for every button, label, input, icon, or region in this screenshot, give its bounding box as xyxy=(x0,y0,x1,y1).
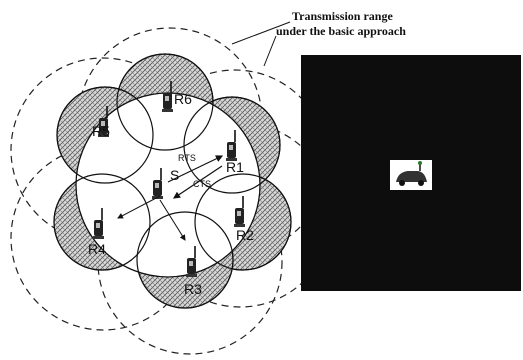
node-r5: R5 xyxy=(92,105,110,139)
cts-label: CTS xyxy=(193,179,211,189)
node-r2: R2 xyxy=(233,195,254,243)
node-s: S xyxy=(151,167,179,200)
annotation-pointer-b xyxy=(263,35,277,67)
node-label-r6: R6 xyxy=(174,91,192,107)
node-label-r5: R5 xyxy=(92,123,110,139)
rts-label: RTS xyxy=(178,153,196,163)
node-r6: R6 xyxy=(161,80,192,113)
dark-panel xyxy=(301,55,521,291)
annotation-line-1: Transmission range xyxy=(292,9,393,23)
neighbor-outlines xyxy=(53,53,292,309)
node-label-r4: R4 xyxy=(88,241,106,257)
node-r1: R1 xyxy=(225,129,244,175)
car-with-antenna-icon xyxy=(390,160,432,190)
node-label-r3: R3 xyxy=(184,281,202,297)
node-label-s: S xyxy=(170,167,179,183)
annotation-line-2: under the basic approach xyxy=(276,24,406,38)
annotation-pointer-a xyxy=(231,21,291,45)
annotation: Transmission range under the basic appro… xyxy=(231,9,406,67)
cts-arrow xyxy=(173,165,223,199)
rts-arrow xyxy=(167,155,224,183)
broadcast-arrow-r4 xyxy=(117,195,161,219)
node-label-r1: R1 xyxy=(226,159,244,175)
rts-cts-exchange: RTS CTS xyxy=(117,153,224,241)
broadcast-arrow-r3 xyxy=(159,199,186,241)
node-r3: R3 xyxy=(184,245,202,297)
node-label-r2: R2 xyxy=(236,227,254,243)
node-r4: R4 xyxy=(88,207,106,257)
